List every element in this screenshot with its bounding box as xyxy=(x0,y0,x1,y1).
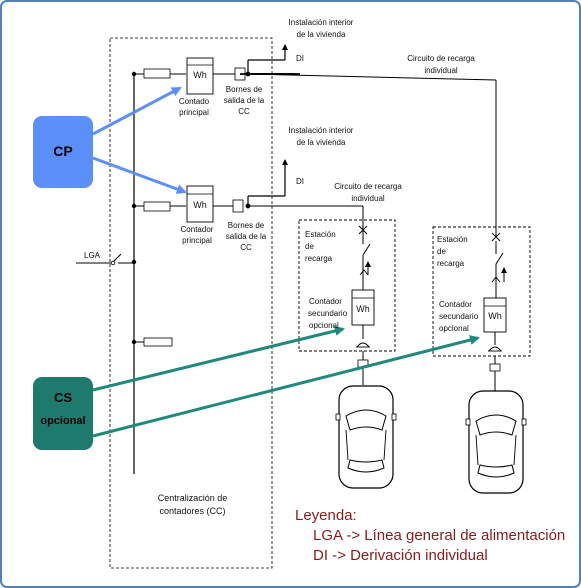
centralizacion-line-1: Centralización de xyxy=(157,493,228,503)
inst-1-line-1: Instalación interior xyxy=(288,18,354,27)
cs-box xyxy=(33,377,93,450)
meter-2-wh: Wh xyxy=(193,200,207,210)
wiring-shape xyxy=(338,385,394,489)
station-1-label-2: de xyxy=(305,242,314,251)
wiring-shape xyxy=(491,232,501,242)
inst-1-line-2: de la vivienda xyxy=(296,30,346,39)
wiring-shape xyxy=(358,225,368,235)
fuse-1 xyxy=(143,68,171,79)
bornes-1-line-3: CC xyxy=(238,107,250,116)
cs-label: CS xyxy=(53,390,73,405)
wiring-shape xyxy=(345,409,387,431)
bornes-2-line-2: salida de la xyxy=(225,232,267,241)
plug-2 xyxy=(489,363,501,372)
station-1-meter-label-1: Contador xyxy=(309,297,342,306)
station-1-meter-label-3: opcional xyxy=(309,321,339,330)
wiring-shape xyxy=(475,434,479,466)
legend-title: Leyenda: xyxy=(295,507,357,524)
station-2-label-1: Estación xyxy=(437,235,468,244)
station-2-wh: Wh xyxy=(488,311,502,321)
cs-arrow-1 xyxy=(92,326,345,392)
cp-arrow-2 xyxy=(92,156,187,194)
bornes-1-line-2: salida de la xyxy=(223,96,265,105)
car-2 xyxy=(465,390,527,494)
terminal-2 xyxy=(232,199,244,213)
wiring-shape xyxy=(383,429,387,461)
station-2-meter-label-1: Contador xyxy=(439,300,472,309)
circuit-1-line-1: Circuito de recarga xyxy=(407,54,475,63)
wiring-shape xyxy=(477,464,515,478)
meter-1-wh: Wh xyxy=(193,70,207,80)
station-1-wh: Wh xyxy=(356,304,370,314)
meter-1-label-1: Contado xyxy=(178,97,210,106)
bornes-2-line-1: Bornes de xyxy=(227,221,265,230)
inst-1-di: DI xyxy=(296,54,304,63)
cp-arrow-1 xyxy=(92,86,182,136)
wiring-shape xyxy=(465,418,471,426)
cs-sublabel: opcional xyxy=(40,415,86,427)
station-1-meter-label-2: secundario xyxy=(308,309,348,318)
wiring-shape xyxy=(521,418,527,426)
wiring-shape xyxy=(362,243,371,256)
wiring-shape xyxy=(245,203,251,209)
meter-1-box xyxy=(186,57,214,95)
circuit-2-line-2: individual xyxy=(351,194,385,203)
circuit-1-line xyxy=(247,73,497,81)
wiring-shape xyxy=(110,260,116,266)
wiring-shape xyxy=(245,71,251,77)
wiring-shape xyxy=(468,390,524,494)
station-2-box xyxy=(432,226,531,357)
fuse-3 xyxy=(143,337,173,347)
bornes-1-line-1: Bornes de xyxy=(225,85,263,94)
station-2-label-3: recarga xyxy=(437,259,465,268)
wiring-shape xyxy=(513,434,517,466)
legend-item-lga: LGA -> Línea general de alimentación xyxy=(313,527,566,544)
centralizacion-box xyxy=(109,37,273,569)
car-1 xyxy=(335,385,397,489)
wiring-shape xyxy=(491,276,501,283)
wiring-shape xyxy=(359,269,369,276)
meter-2-box xyxy=(186,185,214,223)
station-1-label-3: recarga xyxy=(305,254,333,263)
wiring-shape xyxy=(356,342,370,348)
station-1-label-1: Estación xyxy=(305,230,336,239)
lga-label: LGA xyxy=(84,251,101,260)
wiring-shape xyxy=(347,459,385,473)
cp-label: CP xyxy=(53,143,73,159)
wiring-shape xyxy=(391,413,397,421)
meter-1-label-2: principal xyxy=(179,108,209,117)
circuit-1-line-2: individual xyxy=(424,66,458,75)
station-1-box xyxy=(298,219,396,352)
wiring-shape xyxy=(345,429,349,461)
wiring-shape xyxy=(131,259,137,265)
wiring-shape xyxy=(475,414,517,436)
cs-arrow-2 xyxy=(92,335,480,438)
inst-2-line-1: Instalación interior xyxy=(288,126,354,135)
inst-2-di: DI xyxy=(296,177,304,186)
wiring-shape xyxy=(495,252,504,265)
station-2-meter-label-3: opcional xyxy=(439,324,469,333)
wiring-shape xyxy=(335,413,341,421)
inst-2-line-2: de la vivienda xyxy=(296,138,346,147)
meter-2-label-1: Contador xyxy=(180,225,214,234)
legend-item-di: DI -> Derivación individual xyxy=(313,547,488,564)
cp-box xyxy=(33,116,93,188)
meter-2-label-2: principal xyxy=(182,236,212,245)
bornes-2-line-3: CC xyxy=(240,243,252,252)
centralizacion-line-2: contadores (CC) xyxy=(159,506,226,516)
circuit-2-line-1: Circuito de recarga xyxy=(334,182,402,191)
fuse-2 xyxy=(143,201,171,212)
station-2-label-2: de xyxy=(437,247,446,256)
wiring-shape xyxy=(488,346,502,352)
station-2-meter-label-2: secundario xyxy=(439,312,479,321)
